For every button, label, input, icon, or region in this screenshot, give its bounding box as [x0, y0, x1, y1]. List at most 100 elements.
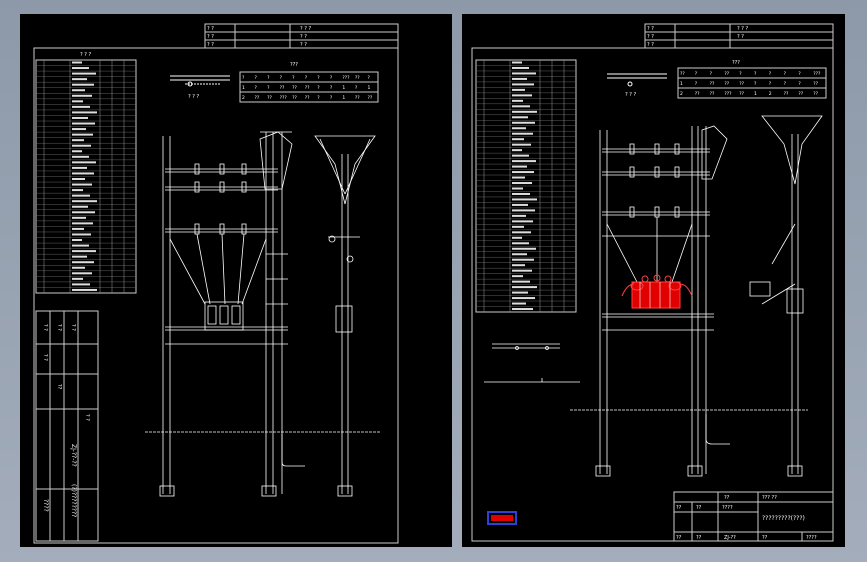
- schedule-cell: 2: [242, 95, 245, 101]
- schedule-cell: ??: [280, 85, 285, 91]
- schedule-cell: 1: [342, 85, 345, 91]
- schedule-cell: ?: [255, 75, 258, 81]
- table-cell-mark: [72, 227, 84, 230]
- schedule-cell: ??: [739, 81, 744, 87]
- table-cell-mark: [72, 144, 91, 147]
- table-cell-mark: [512, 225, 524, 228]
- table-cell-mark: [72, 133, 93, 136]
- schedule-cell: 1: [342, 95, 345, 101]
- left-drawing-canvas[interactable]: ? ? ? ? ? ? ? ? ? ? ? ? ? ? ? ? ??? ????…: [20, 14, 452, 547]
- right-tb-b-r2-1: ??: [696, 505, 702, 511]
- left-inner-border: [33, 47, 399, 544]
- table-cell-mark: [72, 166, 87, 169]
- right-schedule-title: ???: [732, 60, 740, 66]
- selection-marker[interactable]: [487, 511, 517, 525]
- right-tb-b-r3-3: ??: [762, 535, 768, 541]
- table-cell-mark: [72, 128, 86, 131]
- table-cell-mark: [72, 250, 96, 253]
- schedule-cell: ?: [267, 85, 270, 91]
- left-scale-text: (?)????????: [70, 484, 77, 517]
- table-cell-mark: [512, 165, 527, 168]
- left-tb-top-1: ? ?: [207, 34, 214, 40]
- table-cell-mark: [72, 111, 97, 114]
- left-tb-top-right-0: ? ? ?: [300, 26, 311, 32]
- table-cell-mark: [512, 280, 530, 283]
- table-cell-mark: [512, 61, 522, 64]
- right-tb-top-right-0: ? ? ?: [737, 26, 748, 32]
- table-cell-mark: [72, 255, 87, 258]
- schedule-cell: ??: [784, 91, 789, 97]
- table-cell-mark: [512, 209, 535, 212]
- table-cell-mark: [72, 94, 92, 97]
- right-tb-top-2: ? ?: [647, 42, 654, 48]
- right-drawing-sheet[interactable]: ? ? ? ? ? ? ? ? ? ? ? ??? ??????????????…: [462, 14, 845, 547]
- right-crossarm-caption: ? ? ?: [625, 92, 636, 98]
- schedule-cell: ?: [769, 81, 772, 87]
- schedule-cell: ??: [680, 71, 685, 77]
- right-drawing-canvas[interactable]: ? ? ? ? ? ? ? ? ? ? ? ??? ??????????????…: [462, 14, 845, 547]
- table-cell-mark: [512, 269, 532, 272]
- table-cell-mark: [72, 233, 91, 236]
- left-schedule-title: ???: [290, 62, 298, 68]
- table-cell-mark: [72, 78, 87, 81]
- table-cell-mark: [512, 138, 524, 141]
- table-cell-mark: [72, 100, 83, 103]
- table-cell-mark: [512, 154, 529, 157]
- table-cell-mark: [512, 236, 522, 239]
- schedule-cell: ??: [739, 91, 744, 97]
- highlighted-transformer[interactable]: [621, 274, 693, 309]
- schedule-cell: ?: [355, 85, 358, 91]
- left-drawing-sheet[interactable]: ? ? ? ? ? ? ? ? ? ? ? ? ? ? ? ? ??? ????…: [20, 14, 452, 547]
- left-parts-table: ? ? ?: [35, 52, 137, 294]
- left-parts-heading: ? ? ?: [80, 52, 91, 58]
- right-tb-b-r1-1: ??? ??: [762, 495, 777, 501]
- table-cell-mark: [72, 222, 93, 225]
- left-drawing-number: ZJ-??-??: [70, 444, 77, 467]
- table-cell-mark: [512, 203, 528, 206]
- table-cell-mark: [72, 272, 92, 275]
- schedule-cell: ?: [754, 81, 757, 87]
- table-cell-mark: [512, 242, 529, 245]
- table-cell-mark: [512, 176, 525, 179]
- left-tb-top-right-1: ? ?: [300, 34, 307, 40]
- table-cell-mark: [512, 302, 526, 305]
- schedule-cell: ?: [292, 75, 295, 81]
- schedule-cell: ??: [724, 71, 729, 77]
- table-cell-mark: [512, 291, 528, 294]
- table-cell-mark: [72, 277, 83, 280]
- schedule-cell: ?: [330, 85, 333, 91]
- right-parts-table: [475, 59, 577, 313]
- left-bottom-title-block: ? ? ? ? ? ? ? ? ?? ? ? ZJ-??-?? (?)?????…: [35, 310, 99, 542]
- table-cell-mark: [512, 258, 534, 261]
- table-cell-mark: [512, 66, 529, 69]
- schedule-cell: ?: [739, 71, 742, 77]
- schedule-cell: ?: [330, 95, 333, 101]
- table-cell-mark: [72, 67, 89, 70]
- left-schedule-table: ??? ??????????????1??????????1?12???????…: [239, 62, 379, 103]
- left-crossarm-caption: ? ? ?: [188, 94, 199, 100]
- table-cell-mark: [72, 172, 94, 175]
- schedule-cell: ?: [769, 71, 772, 77]
- schedule-cell: ?: [695, 81, 698, 87]
- table-cell-mark: [512, 149, 522, 152]
- right-schedule-table: ??? ??????????????1?????????????2???????…: [677, 60, 827, 99]
- table-cell-mark: [72, 116, 88, 119]
- table-cell-mark: [72, 139, 84, 142]
- schedule-cell: ???: [724, 91, 732, 97]
- schedule-cell: ???: [813, 71, 821, 77]
- left-crossarm-detail: ? ? ?: [170, 75, 230, 100]
- left-tb-top-0: ? ?: [207, 26, 214, 32]
- table-cell-mark: [512, 83, 534, 86]
- table-cell-mark: [512, 77, 527, 80]
- schedule-cell: ??: [710, 81, 715, 87]
- schedule-cell: ?: [695, 71, 698, 77]
- right-tb-top-right-1: ? ?: [737, 34, 744, 40]
- right-tb-b-r2-0: ??: [676, 505, 682, 511]
- right-tb-b-r3-2: ZJ-??: [724, 535, 736, 541]
- table-cell-mark: [72, 105, 90, 108]
- table-cell-mark: [72, 83, 94, 86]
- right-tb-b-r2-2: ????: [722, 505, 733, 511]
- table-cell-mark: [512, 275, 523, 278]
- table-cell-mark: [512, 220, 533, 223]
- schedule-cell: ???: [342, 75, 350, 81]
